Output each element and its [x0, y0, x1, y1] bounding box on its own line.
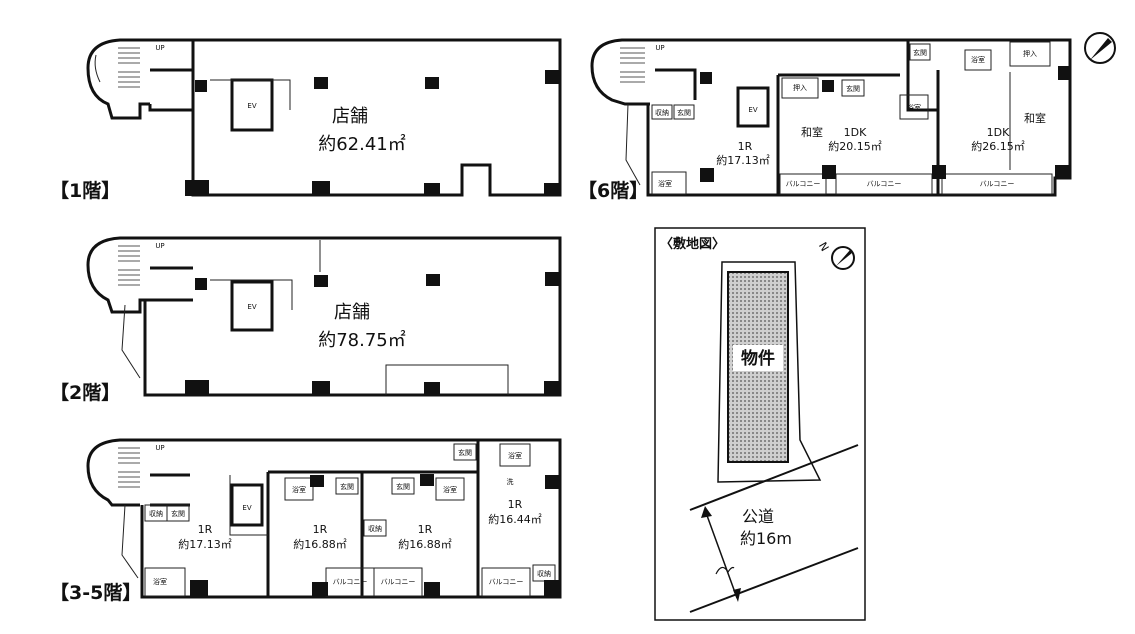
f6-unit-3-area: 約26.15㎡ [971, 139, 1025, 153]
f6-bath-2: 浴室 [907, 103, 921, 112]
floor-3-5-stairs [118, 447, 140, 488]
f6-entrance-2: 玄関 [846, 84, 860, 93]
floor-1-stairs [118, 47, 140, 88]
f35-balcony-3: バルコニー [381, 578, 416, 586]
f6-unit-1-type: 1R [738, 140, 753, 153]
site-road-width: 約16m [740, 529, 792, 548]
floor-6-label: 【6階】 [578, 180, 649, 202]
f35-kitchen-4: 洗 [507, 477, 514, 486]
f35-balcony-4: バルコニー [489, 578, 524, 586]
f35-storage-1: 収納 [149, 509, 163, 518]
f6-balcony-1: バルコニー [786, 180, 821, 188]
floor-6-ev [736, 86, 770, 128]
f6-bath-3: 浴室 [971, 55, 985, 64]
floor-6-up: UP [655, 44, 664, 52]
floor-1-ev-label: EV [247, 102, 256, 110]
site-property-label: 物件 [741, 348, 775, 369]
floor-2-label: 【2階】 [50, 382, 121, 404]
site-map-title: 〈敷地図〉 [660, 236, 725, 252]
site-road-edge-top [689, 444, 859, 511]
floor-2-ev-label: EV [247, 303, 256, 311]
f6-unit-2-area: 約20.15㎡ [828, 139, 882, 153]
f35-storage-4: 収納 [537, 569, 551, 578]
f35-entrance-1: 玄関 [171, 509, 185, 518]
f35-bath-2: 浴室 [292, 485, 306, 494]
site-road-edge-bottom [689, 547, 859, 613]
f35-bath-4: 浴室 [508, 451, 522, 460]
floor-3-5-up: UP [155, 444, 164, 452]
f6-washitsu-2: 和室 [1024, 111, 1046, 125]
f6-unit-2-type: 1DK [844, 126, 867, 139]
f35-unit-2-type: 1R [313, 523, 328, 536]
floor-1-shop-area: 約62.41㎡ [318, 133, 406, 155]
f35-unit-3-area: 約16.88㎡ [398, 537, 452, 551]
site-north-icon: N [816, 240, 855, 270]
f6-balcony-3: バルコニー [980, 180, 1015, 188]
floor-3-5-ev-label: EV [242, 504, 251, 512]
f35-entrance-3: 玄関 [396, 482, 410, 491]
f35-storage-2: 収納 [368, 524, 382, 533]
f6-closet-1: 押入 [793, 83, 807, 92]
f6-unit-1-area: 約17.13㎡ [716, 153, 770, 167]
floor-2-ev [230, 280, 274, 332]
floor-3-5-label: 【3-5階】 [50, 582, 142, 604]
floor-2-up: UP [155, 242, 164, 250]
f6-entrance-1: 玄関 [677, 108, 691, 117]
floor-6-plan: UP EV 収納 玄関 浴室 押入 玄関 浴室 玄関 浴室 押入 バルコニー バ… [590, 32, 1116, 197]
floor-1-up: UP [155, 44, 164, 52]
site-map: 〈敷地図〉 N 物件 公道 約16m [654, 227, 866, 621]
f35-balcony-2: バルコニー [333, 578, 368, 586]
f6-bath-1: 浴室 [658, 179, 672, 188]
site-lot [717, 261, 822, 483]
f6-washitsu-1: 和室 [801, 125, 823, 139]
f35-unit-4-area: 約16.44㎡ [488, 512, 542, 526]
site-road-dimension [704, 509, 738, 599]
f35-unit-4-type: 1R [508, 498, 523, 511]
floor-1-label: 【1階】 [50, 180, 121, 202]
f35-bath-1: 浴室 [153, 577, 167, 586]
floor-3-5-plan: UP EV 収納 玄関 浴室 浴室 玄関 収納 玄関 浴室 玄関 浴室 洗 収納 [86, 438, 562, 599]
site-north-letter: N [816, 240, 831, 254]
floor-3-5-ev [230, 483, 264, 527]
f35-unit-1-area: 約17.13㎡ [178, 537, 232, 551]
floor-2-shop-name: 店舗 [334, 302, 370, 323]
f6-closet-2: 押入 [1023, 49, 1037, 58]
floor-6-ev-label: EV [748, 106, 757, 114]
floor-1-shop-name: 店舗 [332, 106, 368, 127]
floor-2-stairs [118, 245, 140, 286]
f35-bath-3: 浴室 [443, 485, 457, 494]
f35-unit-1-type: 1R [198, 523, 213, 536]
f35-entrance-2: 玄関 [340, 482, 354, 491]
f6-balcony-2: バルコニー [867, 180, 902, 188]
f35-entrance-4: 玄関 [458, 448, 472, 457]
f35-unit-3-type: 1R [418, 523, 433, 536]
f35-unit-2-area: 約16.88㎡ [293, 537, 347, 551]
floor-2-shop-area: 約78.75㎡ [318, 329, 406, 351]
f6-storage-1: 収納 [655, 108, 669, 117]
floor-2-plan: UP EV 店舗 約78.75㎡ [86, 236, 562, 397]
floor-6-stairs [620, 47, 645, 83]
f6-unit-3-type: 1DK [987, 126, 1010, 139]
f6-entrance-3: 玄関 [913, 48, 927, 57]
site-road-name: 公道 [742, 507, 774, 526]
floor-1-plan: UP EV 店舗 約62.41㎡ [86, 38, 562, 197]
north-arrow-icon [1084, 32, 1116, 64]
